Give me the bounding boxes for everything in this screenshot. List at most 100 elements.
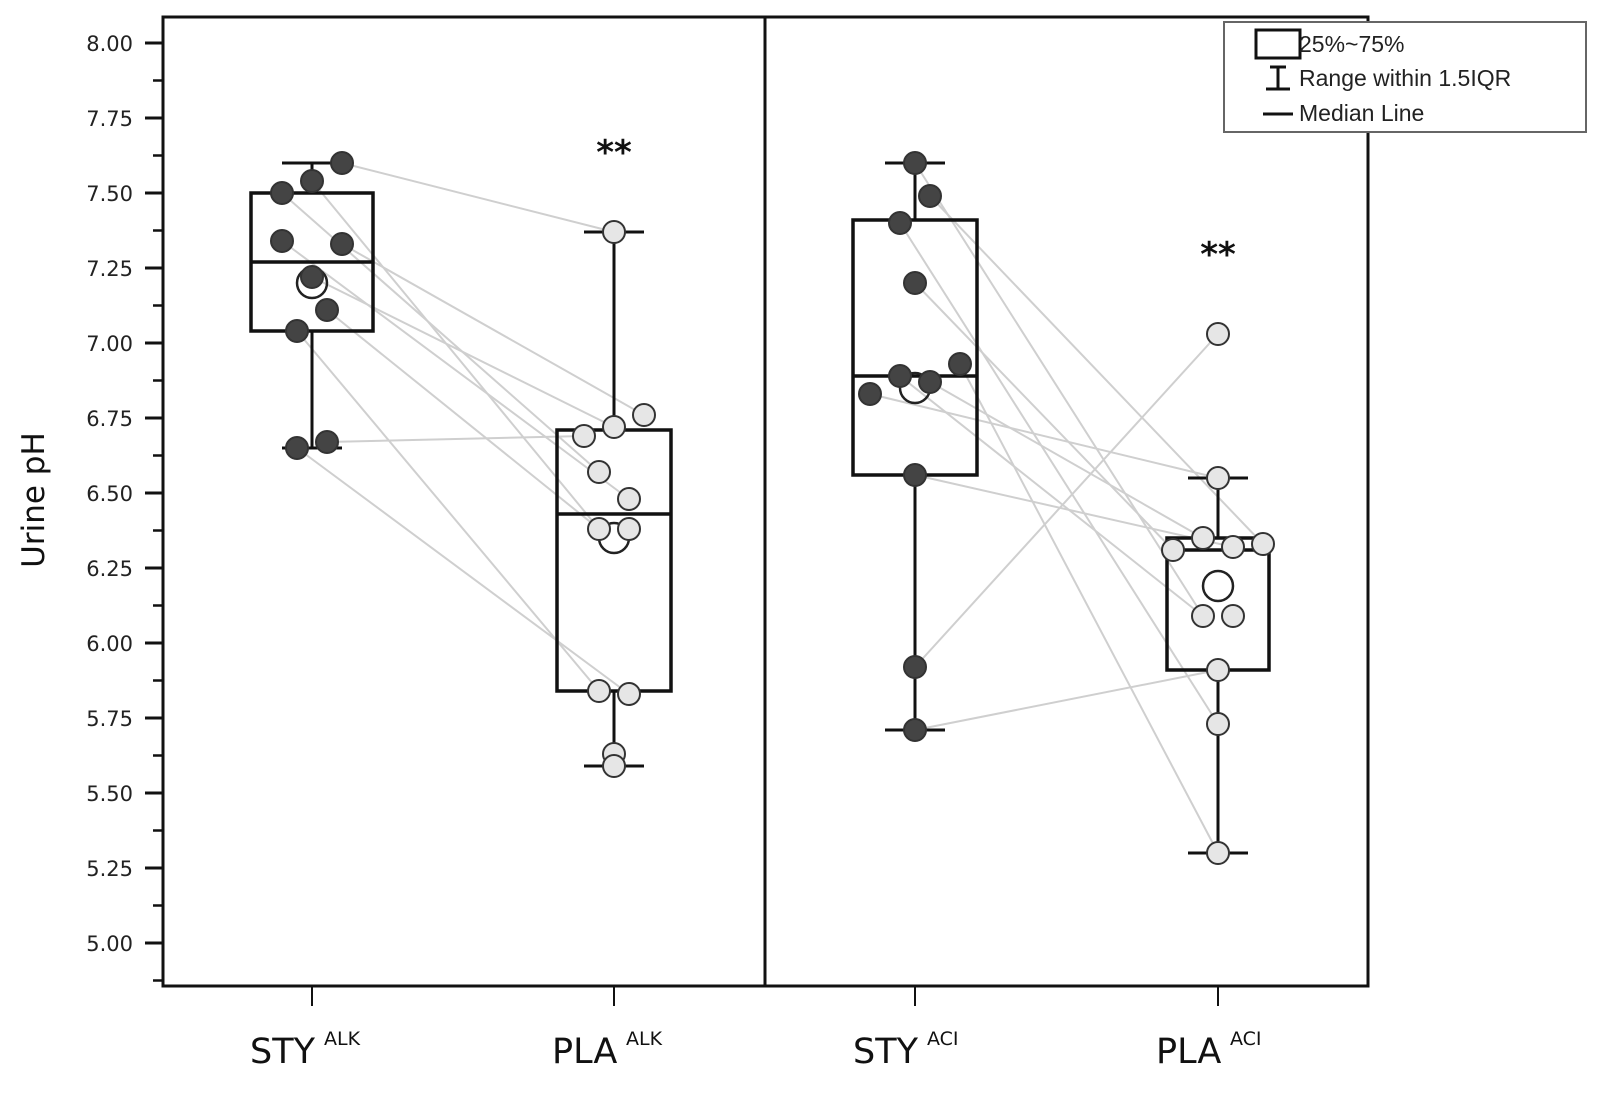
data-point (572, 424, 596, 448)
y-tick-label: 5.25 (86, 857, 133, 881)
data-point (1206, 658, 1230, 682)
paired-line (959, 363, 1219, 854)
x-tick-label: STY (250, 1032, 316, 1072)
iqr-box (851, 218, 979, 477)
paired-line (914, 333, 1219, 668)
x-tick-label-superscript: ACI (1230, 1028, 1262, 1050)
paired-line (929, 381, 1204, 539)
box-sty-alk (249, 161, 375, 450)
data-point (587, 460, 611, 484)
y-tick-label: 5.50 (86, 782, 133, 806)
data-point (1251, 532, 1275, 556)
data-point (300, 169, 324, 193)
y-tick-label: 7.25 (86, 257, 133, 281)
paired-line (899, 222, 1219, 725)
legend-label-box: 25%~75% (1299, 31, 1405, 57)
data-point (1206, 466, 1230, 490)
data-point (1161, 538, 1185, 562)
iqr-box (1165, 536, 1271, 672)
data-point (903, 655, 927, 679)
data-point (602, 415, 626, 439)
data-point (903, 271, 927, 295)
y-axis: 8.007.757.507.257.006.756.506.256.005.75… (86, 32, 163, 982)
y-tick-label: 5.00 (86, 932, 133, 956)
paired-line (341, 162, 615, 233)
legend-label-whisker: Range within 1.5IQR (1299, 65, 1511, 91)
x-tick-label-superscript: ALK (324, 1028, 361, 1050)
legend-label-median: Median Line (1299, 100, 1424, 126)
paired-line (311, 180, 600, 530)
paired-line (311, 276, 615, 428)
significance-marker: ** (596, 133, 632, 173)
y-tick-label: 7.75 (86, 107, 133, 131)
legend-whisker-symbol (1266, 65, 1290, 91)
data-point (1191, 604, 1215, 628)
data-point (903, 463, 927, 487)
data-point (617, 487, 641, 511)
paired-line (341, 243, 645, 416)
paired-line (929, 195, 1264, 545)
paired-line (326, 435, 585, 443)
paired-line (281, 240, 630, 500)
x-tick-label-superscript: ACI (927, 1028, 959, 1050)
y-tick-label: 6.75 (86, 407, 133, 431)
plot-frame (161, 15, 1370, 988)
data-point (602, 754, 626, 778)
y-axis-title: Urine pH (16, 432, 52, 568)
y-tick-label: 5.75 (86, 707, 133, 731)
legend-box-symbol (1254, 28, 1302, 60)
significance-layer: ** ** (596, 133, 1236, 275)
x-tick-label: STY (853, 1032, 919, 1072)
data-point (903, 151, 927, 175)
data-point (300, 265, 324, 289)
data-point (888, 211, 912, 235)
paired-line (914, 282, 1174, 551)
paired-line (914, 162, 1204, 617)
data-point (858, 382, 882, 406)
data-point (888, 364, 912, 388)
paired-line (914, 474, 1234, 548)
y-tick-label: 6.00 (86, 632, 133, 656)
mean-marker (1201, 569, 1235, 603)
paired-lines-layer (281, 162, 1264, 854)
data-point (587, 517, 611, 541)
data-point (1206, 841, 1230, 865)
box-sty-aci (851, 161, 979, 732)
data-point (918, 370, 942, 394)
data-point (602, 220, 626, 244)
data-point (632, 403, 656, 427)
y-tick-label: 7.50 (86, 182, 133, 206)
iqr-box (555, 428, 673, 693)
points-layer (270, 151, 1275, 865)
paired-line (326, 309, 600, 530)
data-point (1221, 604, 1245, 628)
x-axis: STY ALK PLA ALK STY ACI PLA ACI (250, 986, 1262, 1072)
data-point (1221, 535, 1245, 559)
data-point (903, 718, 927, 742)
paired-line (914, 669, 1219, 731)
data-point (330, 151, 354, 175)
x-tick-label: PLA (552, 1032, 617, 1072)
paired-line (899, 375, 1204, 617)
data-point (1206, 322, 1230, 346)
data-point (285, 319, 309, 343)
data-point (270, 181, 294, 205)
box-pla-alk (555, 230, 673, 768)
x-tick-label: PLA (1156, 1032, 1221, 1072)
x-tick-label-superscript: ALK (626, 1028, 663, 1050)
boxes-layer (249, 161, 1271, 855)
data-point (948, 352, 972, 376)
data-point (617, 517, 641, 541)
data-point (918, 184, 942, 208)
data-point (1191, 526, 1215, 550)
significance-marker: ** (1200, 235, 1236, 275)
paired-line (869, 393, 1219, 479)
data-point (330, 232, 354, 256)
y-tick-label: 7.00 (86, 332, 133, 356)
y-tick-label: 8.00 (86, 32, 133, 56)
paired-line (296, 447, 630, 695)
data-point (315, 430, 339, 454)
data-point (285, 436, 309, 460)
legend: 25%~75% Range within 1.5IQR Median Line (1223, 21, 1587, 133)
